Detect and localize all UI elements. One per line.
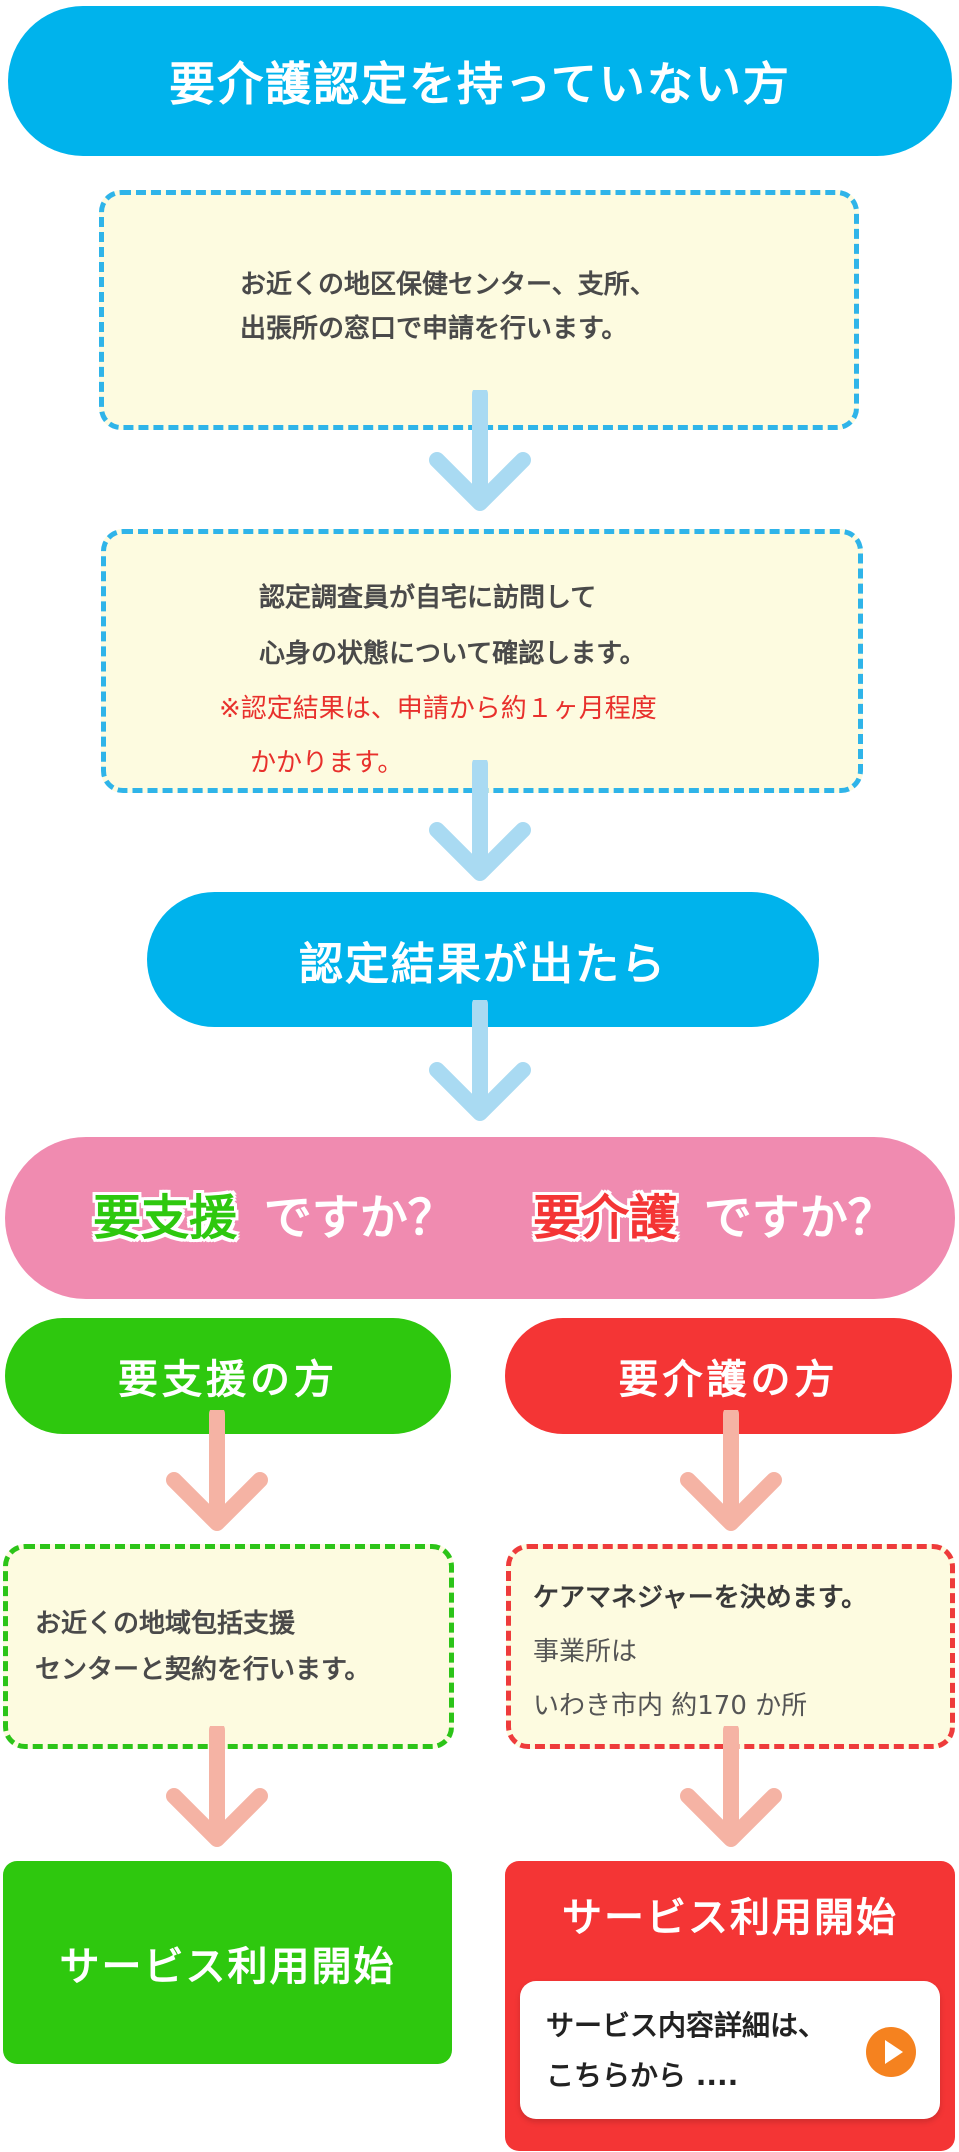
header-pill: 要介護認定を持っていない方 bbox=[8, 6, 952, 156]
care-start-label: サービス利用開始 bbox=[562, 1895, 898, 1941]
care-detail-box: ケアマネジャーを決めます。 事業所は いわき市内 約170 か所 bbox=[506, 1544, 955, 1749]
support-keyword: 要支援 bbox=[93, 1190, 238, 1246]
service-detail-link[interactable]: サービス内容詳細は、 こちらから .... bbox=[520, 1981, 940, 2119]
care-keyword: 要介護 bbox=[533, 1190, 678, 1246]
support-detail-line2: センターと契約を行います。 bbox=[35, 1655, 371, 1685]
care-question-suffix: ですか？ bbox=[703, 1190, 896, 1246]
arrow-down-icon bbox=[166, 1410, 268, 1531]
arrow-down-icon bbox=[680, 1726, 782, 1847]
support-service-start: サービス利用開始 bbox=[3, 1861, 452, 2064]
result-label: 認定結果が出たら bbox=[299, 938, 667, 990]
step2-note-line1: ※認定結果は、申請から約１ヶ月程度 bbox=[219, 694, 657, 724]
support-start-label: サービス利用開始 bbox=[59, 1943, 396, 1990]
support-question-suffix: ですか？ bbox=[263, 1190, 456, 1246]
question-pill: 要支援 ですか？ 要介護 ですか？ bbox=[5, 1137, 955, 1299]
care-title: 要介護の方 bbox=[618, 1357, 839, 1403]
step1-line1: お近くの地区保健センター、支所、 bbox=[240, 270, 656, 300]
arrow-down-icon bbox=[680, 1410, 782, 1531]
care-detail-line3: いわき市内 約170 か所 bbox=[533, 1691, 808, 1721]
support-detail-line1: お近くの地域包括支援 bbox=[35, 1609, 296, 1639]
care-service-start: サービス利用開始 サービス内容詳細は、 こちらから .... bbox=[505, 1861, 955, 2151]
support-detail-box: お近くの地域包括支援 センターと契約を行います。 bbox=[3, 1544, 454, 1749]
step1-line2: 出張所の窓口で申請を行います。 bbox=[240, 314, 628, 344]
step2-line1: 認定調査員が自宅に訪問して bbox=[259, 583, 597, 613]
support-title-pill: 要支援の方 bbox=[5, 1318, 451, 1434]
step2-line2: 心身の状態について確認します。 bbox=[259, 639, 646, 669]
service-detail-line1: サービス内容詳細は、 bbox=[546, 2009, 827, 2042]
play-arrow-icon[interactable] bbox=[865, 2026, 917, 2078]
arrow-down-icon bbox=[166, 1726, 268, 1847]
arrow-down-icon bbox=[429, 760, 531, 881]
step2-note-line2: かかります。 bbox=[250, 748, 404, 778]
service-detail-line2: こちらから .... bbox=[546, 2059, 739, 2092]
result-pill: 認定結果が出たら bbox=[147, 892, 819, 1027]
support-title: 要支援の方 bbox=[118, 1357, 338, 1403]
arrow-down-icon bbox=[429, 1000, 531, 1121]
care-detail-line1: ケアマネジャーを決めます。 bbox=[533, 1583, 868, 1613]
care-detail-line2: 事業所は bbox=[533, 1637, 638, 1667]
header-title: 要介護認定を持っていない方 bbox=[169, 57, 791, 111]
step2-box: 認定調査員が自宅に訪問して 心身の状態について確認します。 ※認定結果は、申請か… bbox=[101, 529, 863, 793]
arrow-down-icon bbox=[429, 390, 531, 511]
